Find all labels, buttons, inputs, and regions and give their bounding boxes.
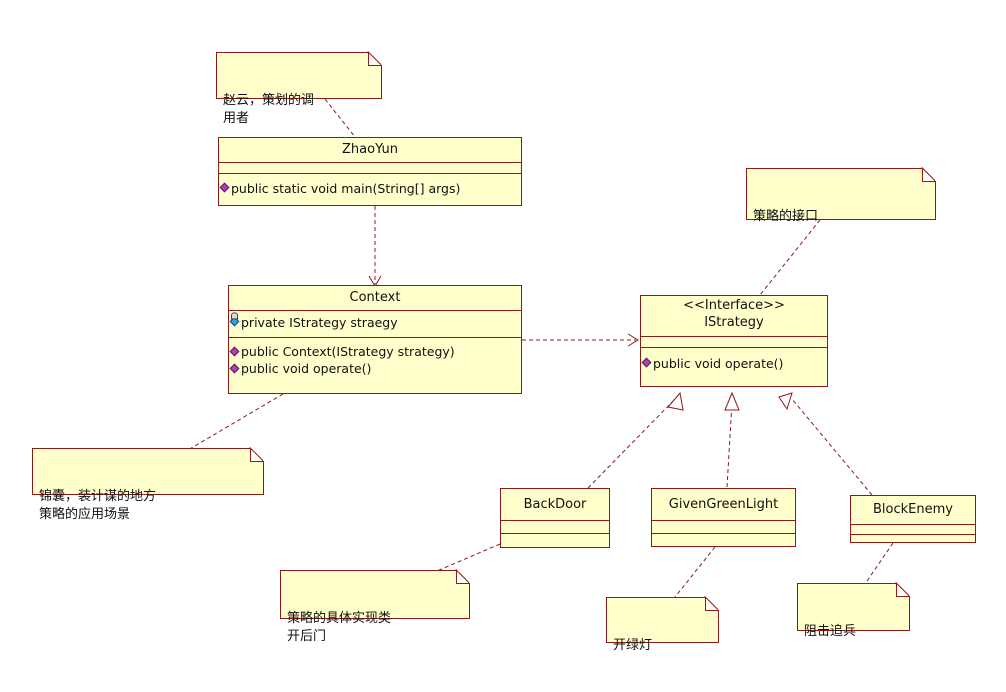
note-blockenemy: 阻击追兵 — [797, 583, 910, 639]
stereotype-label: <<Interface>> — [683, 298, 785, 313]
realization-backdoor — [587, 396, 678, 489]
realization-blockenemy — [791, 398, 873, 496]
note-text: 策略的接口 — [753, 209, 819, 224]
methods-section — [501, 533, 609, 548]
method-constructor: public Context(IStrategy strategy) — [229, 343, 521, 360]
realization-triangle-backdoor — [667, 391, 684, 411]
note-interface: 策略的接口 — [746, 168, 936, 224]
note-fold-corner — [368, 52, 382, 66]
realization-triangle-blockenemy — [778, 392, 793, 411]
attributes-section — [219, 162, 521, 173]
dependency-arrowhead-istrategy — [627, 333, 639, 347]
method-operate: public void operate() — [641, 354, 827, 373]
note-fold-corner — [922, 168, 936, 182]
method-signature: public void operate() — [653, 356, 784, 371]
public-method-icon — [219, 182, 230, 193]
note-text: 阻击追兵 — [804, 624, 857, 639]
class-blockenemy[interactable]: BlockEnemy — [850, 495, 976, 543]
note-text: 赵云，策划的调 用者 — [223, 93, 315, 126]
private-attribute-icon — [229, 316, 240, 327]
attributes-section — [501, 520, 609, 533]
methods-section: public void operate() — [641, 347, 827, 373]
method-signature: public Context(IStrategy strategy) — [241, 344, 455, 359]
note-link-blockenemy — [864, 542, 894, 585]
method-signature: public static void main(String[] args) — [231, 181, 461, 196]
note-text: 策略的具体实现类 开后门 — [287, 611, 392, 644]
note-fold-corner — [896, 583, 910, 597]
class-givengreenlight[interactable]: GivenGreenLight — [651, 488, 796, 547]
methods-section: public Context(IStrategy strategy) publi… — [229, 337, 521, 377]
method-signature: public void operate() — [241, 361, 372, 376]
public-method-icon — [229, 363, 240, 374]
note-greenlight: 开绿灯 — [606, 597, 719, 653]
note-link-backdoor — [429, 543, 501, 575]
note-link-zhaoyun — [324, 98, 356, 138]
interface-istrategy[interactable]: <<Interface>> IStrategy public void oper… — [640, 295, 828, 387]
methods-section — [652, 533, 795, 548]
attributes-section: private IStrategy straegy — [229, 310, 521, 337]
methods-section — [851, 534, 975, 544]
note-fold-corner — [250, 448, 264, 462]
class-name: ZhaoYun — [342, 142, 398, 157]
public-method-icon — [229, 346, 240, 357]
note-backdoor: 策略的具体实现类 开后门 — [280, 570, 470, 644]
method-operate: public void operate() — [229, 360, 521, 377]
class-context[interactable]: Context private IStrategy straegy public… — [228, 285, 522, 394]
realization-givengreenlight — [726, 402, 733, 488]
class-name: BackDoor — [523, 497, 587, 512]
note-zhaoyun: 赵云，策划的调 用者 — [216, 52, 382, 126]
class-name: IStrategy — [704, 315, 764, 330]
realization-triangle-givengreenlight — [724, 391, 740, 411]
class-name: Context — [349, 290, 401, 305]
note-fold-corner — [705, 597, 719, 611]
attribute-signature: private IStrategy straegy — [241, 315, 398, 330]
note-fold-corner — [456, 570, 470, 584]
class-name: BlockEnemy — [873, 502, 953, 517]
attributes-section — [641, 336, 827, 347]
attributes-section — [851, 524, 975, 534]
note-link-greenlight — [674, 546, 716, 598]
method-main: public static void main(String[] args) — [219, 179, 521, 198]
note-link-context — [187, 393, 284, 451]
class-backdoor[interactable]: BackDoor — [500, 488, 610, 548]
methods-section: public static void main(String[] args) — [219, 173, 521, 198]
public-method-icon — [641, 357, 652, 368]
class-zhaoyun[interactable]: ZhaoYun public static void main(String[]… — [218, 137, 522, 206]
note-text: 锦囊，装计谋的地方 策略的应用场景 — [39, 489, 157, 522]
note-link-interface — [759, 219, 821, 296]
attribute-straegy: private IStrategy straegy — [229, 313, 521, 332]
attributes-section — [652, 520, 795, 533]
note-context: 锦囊，装计谋的地方 策略的应用场景 — [32, 448, 264, 522]
class-name: GivenGreenLight — [668, 497, 779, 512]
note-text: 开绿灯 — [613, 638, 653, 653]
